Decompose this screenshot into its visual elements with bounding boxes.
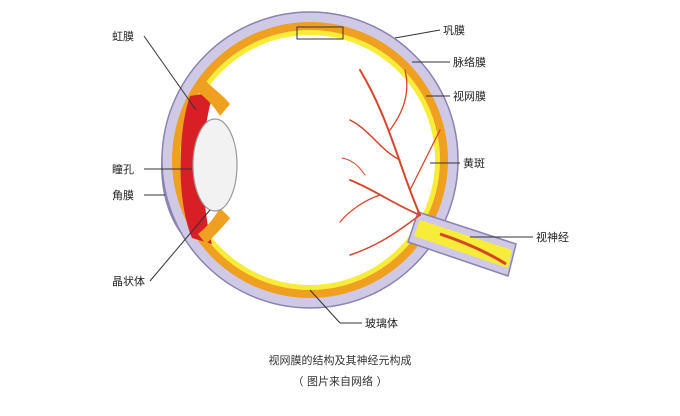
label-lens: 晶状体 [112,274,145,288]
eye-anatomy-diagram: 虹膜 瞳孔 角膜 晶状体 巩膜 脉络膜 视网膜 黄斑 视神经 玻璃体 [112,11,569,330]
label-vitreous: 玻璃体 [365,316,398,330]
label-retina: 视网膜 [453,89,486,103]
label-choroid: 脉络膜 [453,55,486,69]
iris-leader [143,35,197,111]
label-pupil: 瞳孔 [112,162,134,176]
caption-source: （ 图片来自网络 ） [292,375,388,388]
retinal-vessels [339,69,441,256]
label-optic-nerve: 视神经 [536,230,569,244]
label-iris: 虹膜 [112,30,134,43]
section-marker [296,26,344,40]
sclera-leader [394,29,441,39]
lens-leader [149,209,211,282]
label-sclera: 巩膜 [443,24,465,37]
lens [192,118,238,212]
label-cornea: 角膜 [112,189,134,202]
vitreous-body [185,35,435,285]
label-macula: 黄斑 [463,156,485,170]
vitreous-leader [309,289,341,324]
optic-nerve-vessel [439,232,507,266]
caption-title: 视网膜的结构及其神经元构成 [268,354,412,367]
